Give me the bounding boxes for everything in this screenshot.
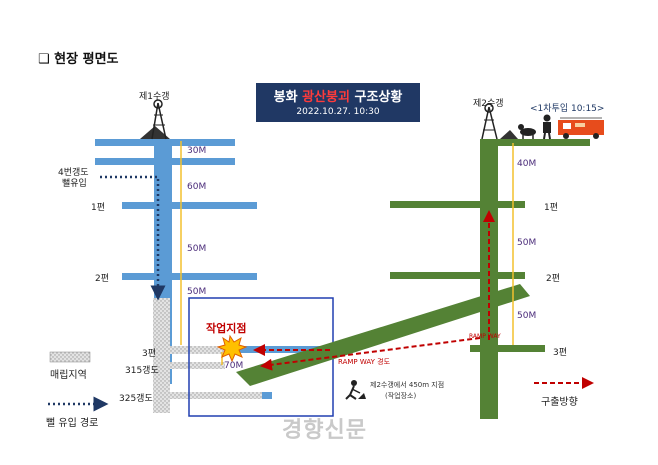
firefighter-icon: [543, 114, 551, 140]
headframe-1-icon: [140, 99, 170, 140]
fire-truck-icon: [558, 117, 604, 139]
green-level-2: [390, 272, 525, 279]
left-level-3-label: 3편: [142, 349, 157, 359]
legend-mud-path-label: 뻘 유입 경로: [46, 418, 99, 429]
title-date: 2022.10.27. 10:30: [296, 107, 380, 117]
distance-lines-left: [180, 141, 223, 365]
right-level-2-label: 2편: [546, 274, 561, 284]
fill-area-level-315: [170, 362, 225, 369]
distance-right-50m-a: 50M: [517, 238, 537, 248]
right-level-1-label: 1편: [544, 203, 559, 213]
fill-area-level-325: [170, 392, 262, 399]
title-box: 봉화 광산붕괴 구조상황 2022.10.27. 10:30: [256, 83, 420, 122]
note-line-2: (작업장소): [385, 392, 417, 400]
legend-fill-area-label: 매립지역: [50, 370, 87, 381]
ramp-way-lower-label: RAMP WAY 경도: [338, 358, 391, 366]
legend-fill-swatch: [49, 351, 91, 363]
note-line-1: 제2수갱에서 450m 지점: [370, 381, 445, 389]
headframe-2-icon: [481, 103, 518, 140]
title-prefix: 봉화: [273, 90, 303, 105]
work-site-burst: [216, 334, 248, 363]
left-level-1-label: 1편: [91, 203, 106, 213]
title-suffix: 구조상황: [349, 90, 403, 105]
distance-left-60m: 60M: [187, 182, 207, 192]
right-level-3-label: 3편: [553, 348, 568, 358]
blue-level-3: [164, 346, 330, 353]
ramp-way-upper-label: RAMP WAY: [469, 333, 501, 340]
work-site-label: 작업지점: [206, 322, 247, 335]
blue-level-top: [95, 139, 235, 146]
title-line: 봉화 광산붕괴 구조상황: [256, 86, 420, 105]
blue-shaft-system: [95, 139, 330, 413]
rescue-dog-icon: [518, 124, 536, 139]
rescue-path: [253, 210, 495, 371]
shaft-1-label: 제1수갱: [139, 92, 170, 102]
drift4-label-2: 뻘유입: [62, 179, 87, 189]
left-level-315-label: 315갱도: [125, 366, 159, 376]
distance-left-30m: 30M: [187, 146, 207, 156]
green-level-1: [390, 201, 525, 208]
green-shaft-system: [236, 139, 590, 419]
first-entry-label: <1차투입 10:15>: [530, 104, 605, 114]
blue-level-a: [95, 158, 235, 165]
fill-area-shaft: [153, 298, 170, 413]
page-heading: ❑ 현장 평면도: [38, 52, 119, 67]
distance-left-50m-b: 50M: [187, 287, 207, 297]
fill-area-level-3: [170, 346, 225, 354]
shaft-2-label: 제2수갱: [473, 99, 504, 109]
blue-level-2: [122, 273, 257, 280]
distance-right-50m-b: 50M: [517, 311, 537, 321]
watermark: 경향신문: [282, 418, 367, 443]
left-level-2-label: 2편: [95, 274, 110, 284]
drift4-label-1: 4번갱도: [58, 168, 89, 178]
left-level-325-label: 325갱도: [119, 394, 153, 404]
legend-rescue-label: 구출방향: [541, 397, 578, 408]
distance-right-40m: 40M: [517, 159, 537, 169]
blue-level-1: [122, 202, 257, 209]
green-level-3: [470, 345, 545, 352]
worker-icon: [345, 380, 366, 400]
title-highlight: 광산붕괴: [302, 90, 350, 105]
green-level-top: [480, 139, 590, 146]
distance-left-70m: 70M: [224, 361, 244, 371]
distance-left-50m-a: 50M: [187, 244, 207, 254]
